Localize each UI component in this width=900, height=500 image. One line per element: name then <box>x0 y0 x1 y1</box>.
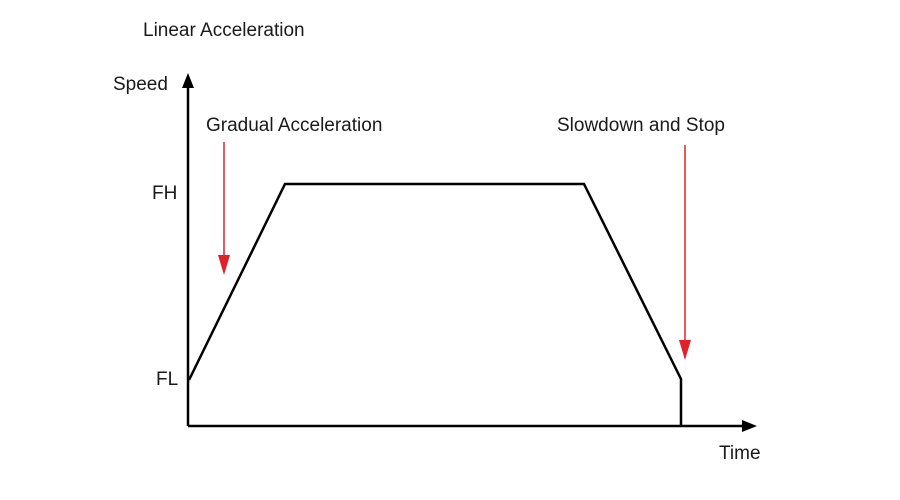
annotation-gradual-acceleration: Gradual Acceleration <box>206 115 382 136</box>
level-label-fh: FH <box>152 183 177 204</box>
diagram-title: Linear Acceleration <box>143 20 305 41</box>
decel-arrowhead <box>679 340 691 360</box>
y-axis-arrowhead <box>182 73 194 88</box>
speed-profile-line <box>187 182 683 426</box>
annotation-slowdown-and-stop: Slowdown and Stop <box>557 115 725 136</box>
accel-arrow <box>218 142 230 275</box>
level-label-fl: FL <box>156 369 178 390</box>
accel-arrowhead <box>218 255 230 275</box>
x-axis-arrowhead <box>742 420 757 432</box>
y-axis-label: Speed <box>113 74 168 95</box>
decel-arrow <box>679 145 691 360</box>
axes <box>182 73 757 432</box>
x-axis-label: Time <box>719 443 761 464</box>
